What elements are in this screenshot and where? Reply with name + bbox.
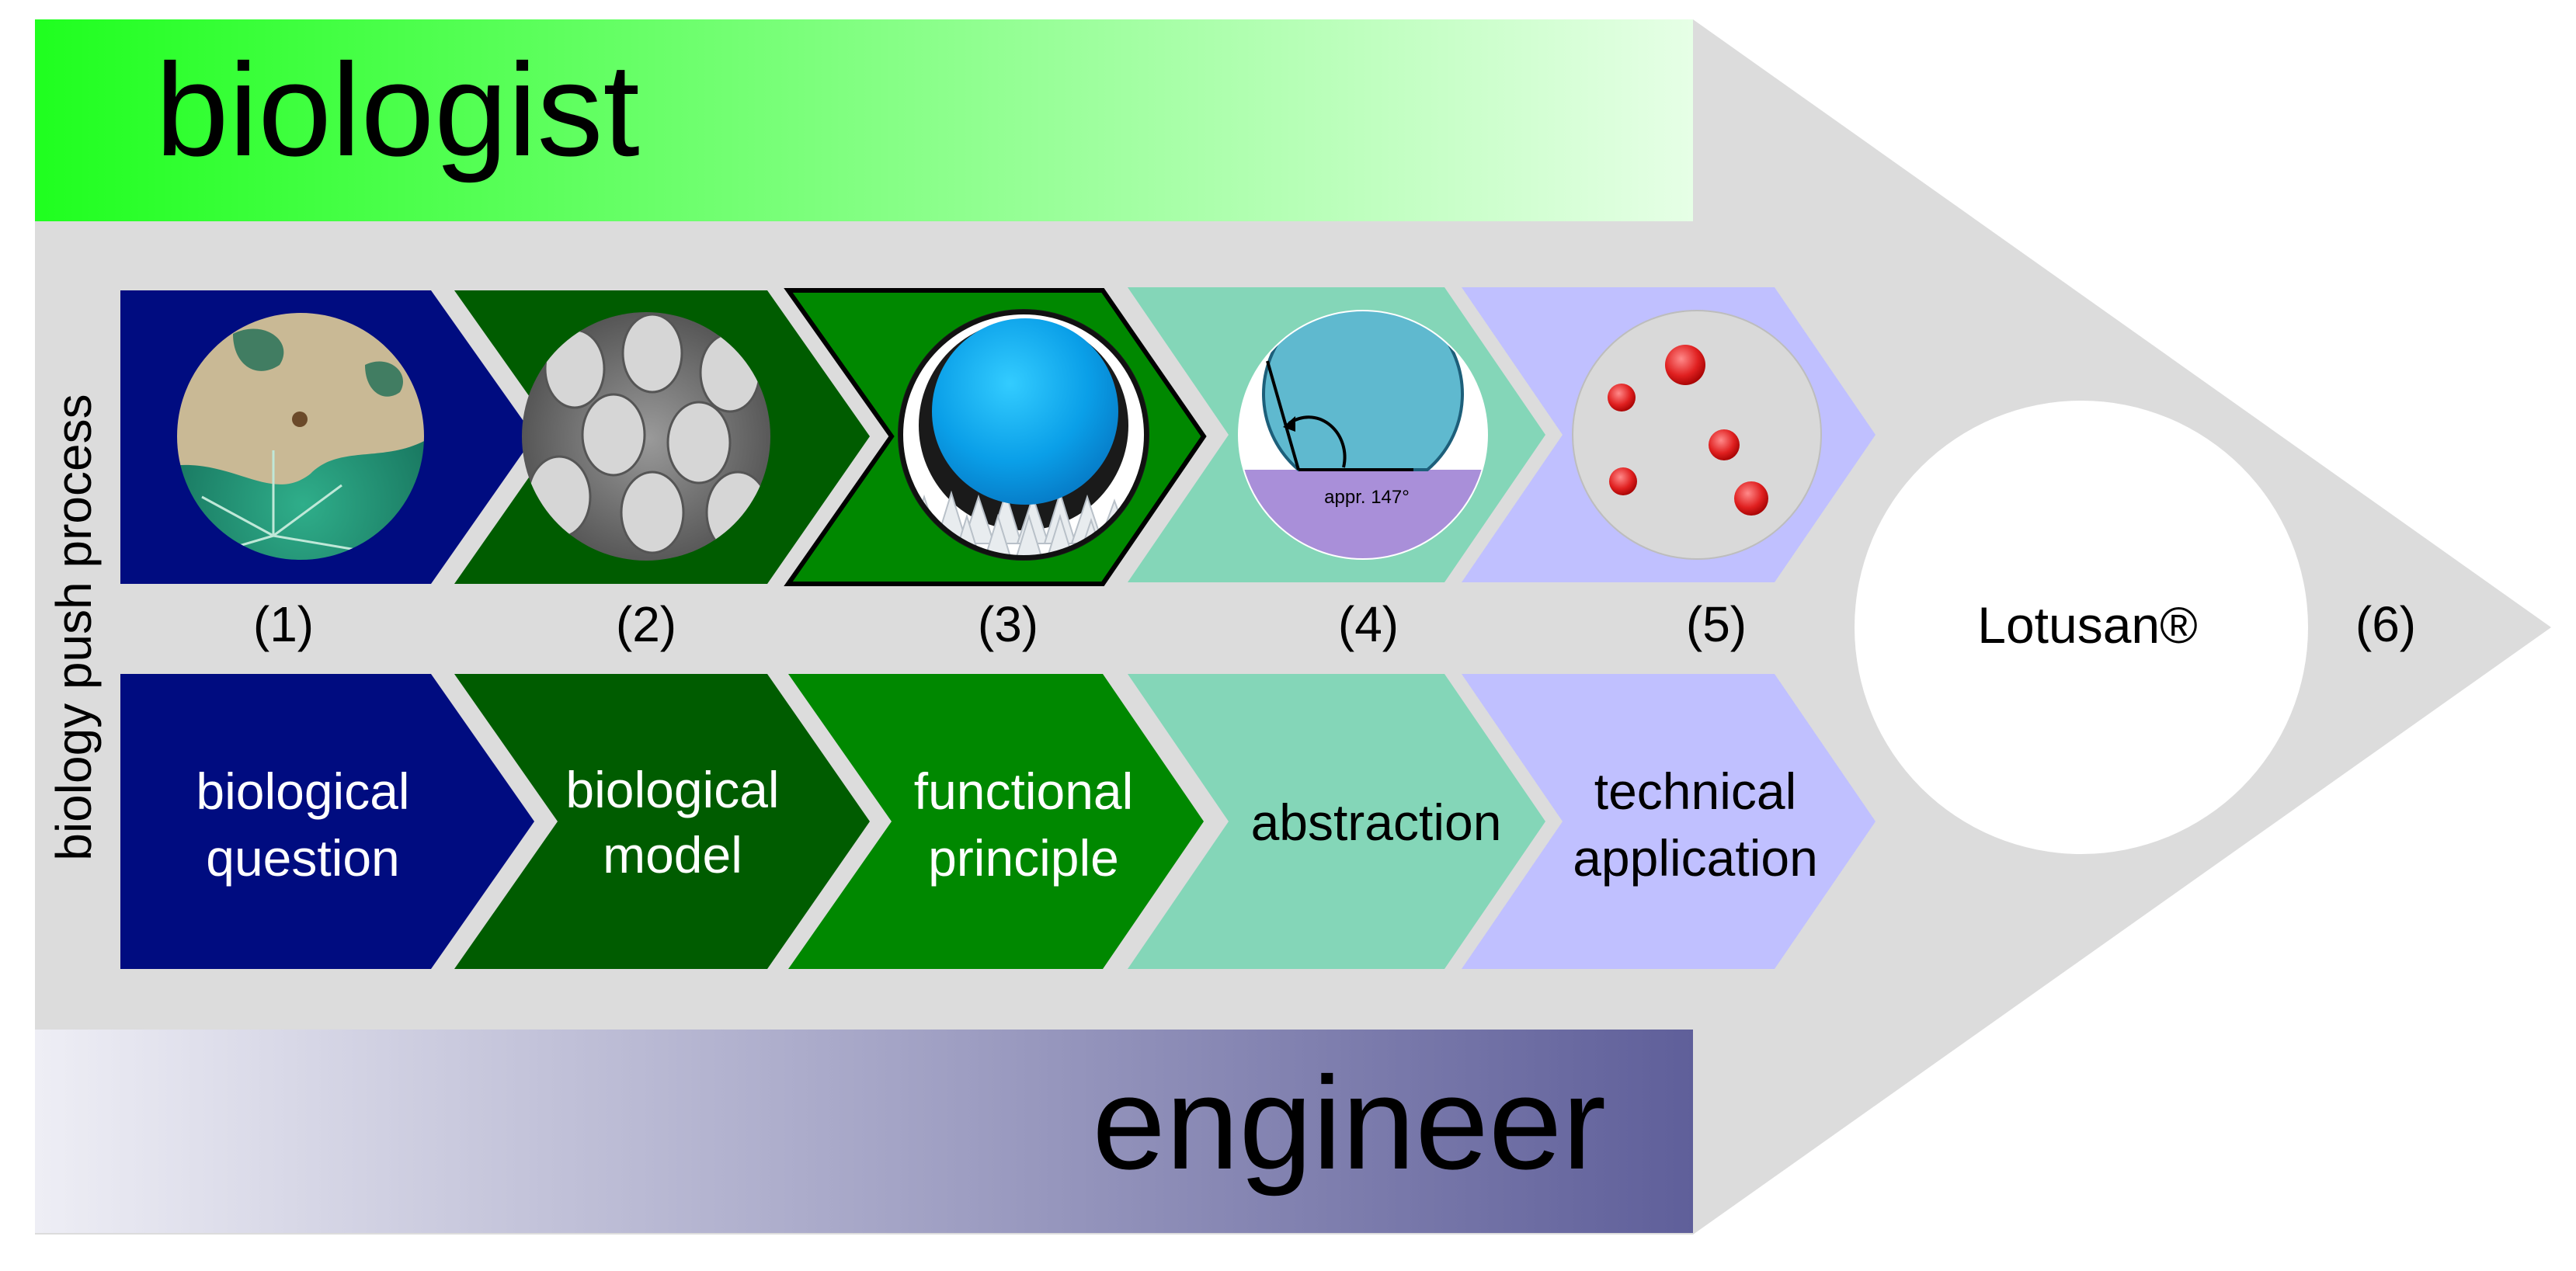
step-label-3-line1: functional <box>914 762 1134 820</box>
biologist-label: biologist <box>155 36 640 184</box>
step-number-6: (6) <box>2355 596 2416 652</box>
step-number-2: (2) <box>616 596 676 652</box>
result-label: Lotusan® <box>1977 596 2198 654</box>
step-label-2-line2: model <box>603 826 742 884</box>
step-label-1-line2: question <box>206 829 400 887</box>
step-number-3: (3) <box>978 596 1038 652</box>
step-number-1: (1) <box>253 596 314 652</box>
biologist-band <box>35 19 1693 221</box>
step-label-2-line1: biological <box>565 761 779 818</box>
process-side-label: biology push process <box>46 394 102 860</box>
result-circle <box>1855 401 2308 854</box>
step-label-5-line1: technical <box>1594 762 1797 820</box>
chevron-step-1 <box>120 674 534 969</box>
engineer-band <box>35 1030 1693 1233</box>
step-number-5: (5) <box>1686 596 1747 652</box>
step-label-1-line1: biological <box>196 762 409 820</box>
step-label-3-line2: principle <box>928 829 1119 887</box>
lotus-microstructure-image <box>522 312 770 561</box>
droplet-on-papillae-image <box>901 312 1146 557</box>
step-label-5-line2: application <box>1573 829 1818 887</box>
contact-angle-diagram-image <box>1239 311 1487 559</box>
chevron-step-5 <box>1462 674 1876 969</box>
step-label-4-line1: abstraction <box>1251 794 1502 851</box>
chevron-step-2 <box>454 674 870 969</box>
step-number-4: (4) <box>1338 596 1399 652</box>
chevron-step-3 <box>788 674 1204 969</box>
red-droplets-image <box>1573 311 1821 559</box>
contact-angle-label: appr. 147° <box>1324 487 1410 508</box>
leaf-with-snail-image <box>176 312 425 561</box>
engineer-label: engineer <box>1092 1050 1606 1197</box>
chevron-step-4 <box>1128 674 1545 969</box>
